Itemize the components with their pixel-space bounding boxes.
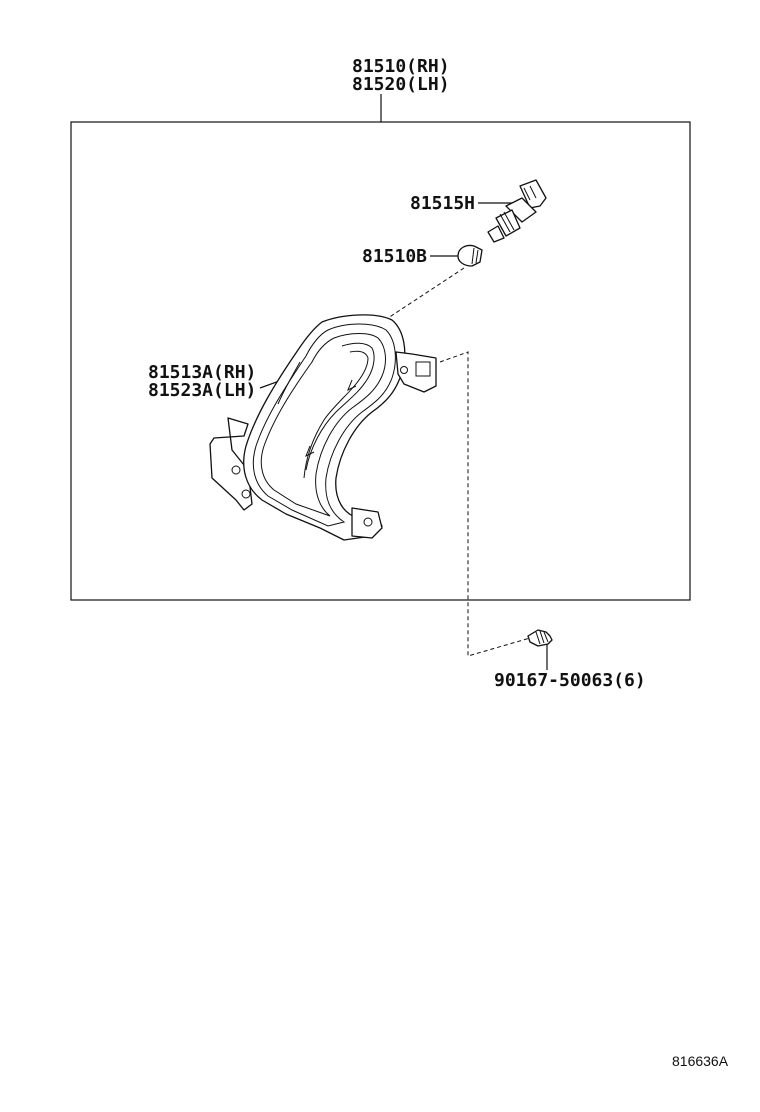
- lens-housing-icon: [209, 314, 437, 541]
- screw-dashed-guide: [439, 351, 531, 657]
- bulb-label: 81510B: [362, 246, 427, 267]
- socket-label: 81515H: [410, 193, 475, 214]
- lens-rh-label: 81513A(RH): [148, 362, 256, 383]
- assembly-frame: [70, 121, 691, 601]
- socket-icon: [487, 179, 547, 243]
- assembly-part-rh-label: 81510(RH): [352, 56, 450, 77]
- bulb-icon: [457, 244, 483, 267]
- figure-reference: 816636A: [672, 1053, 729, 1069]
- screw-label: 90167-50063(6): [494, 670, 646, 691]
- lens-lh-label: 81523A(LH): [148, 380, 256, 401]
- bulb-dashed-guide: [381, 267, 465, 323]
- assembly-part-lh-label: 81520(LH): [352, 74, 450, 95]
- screw-icon: [527, 629, 553, 647]
